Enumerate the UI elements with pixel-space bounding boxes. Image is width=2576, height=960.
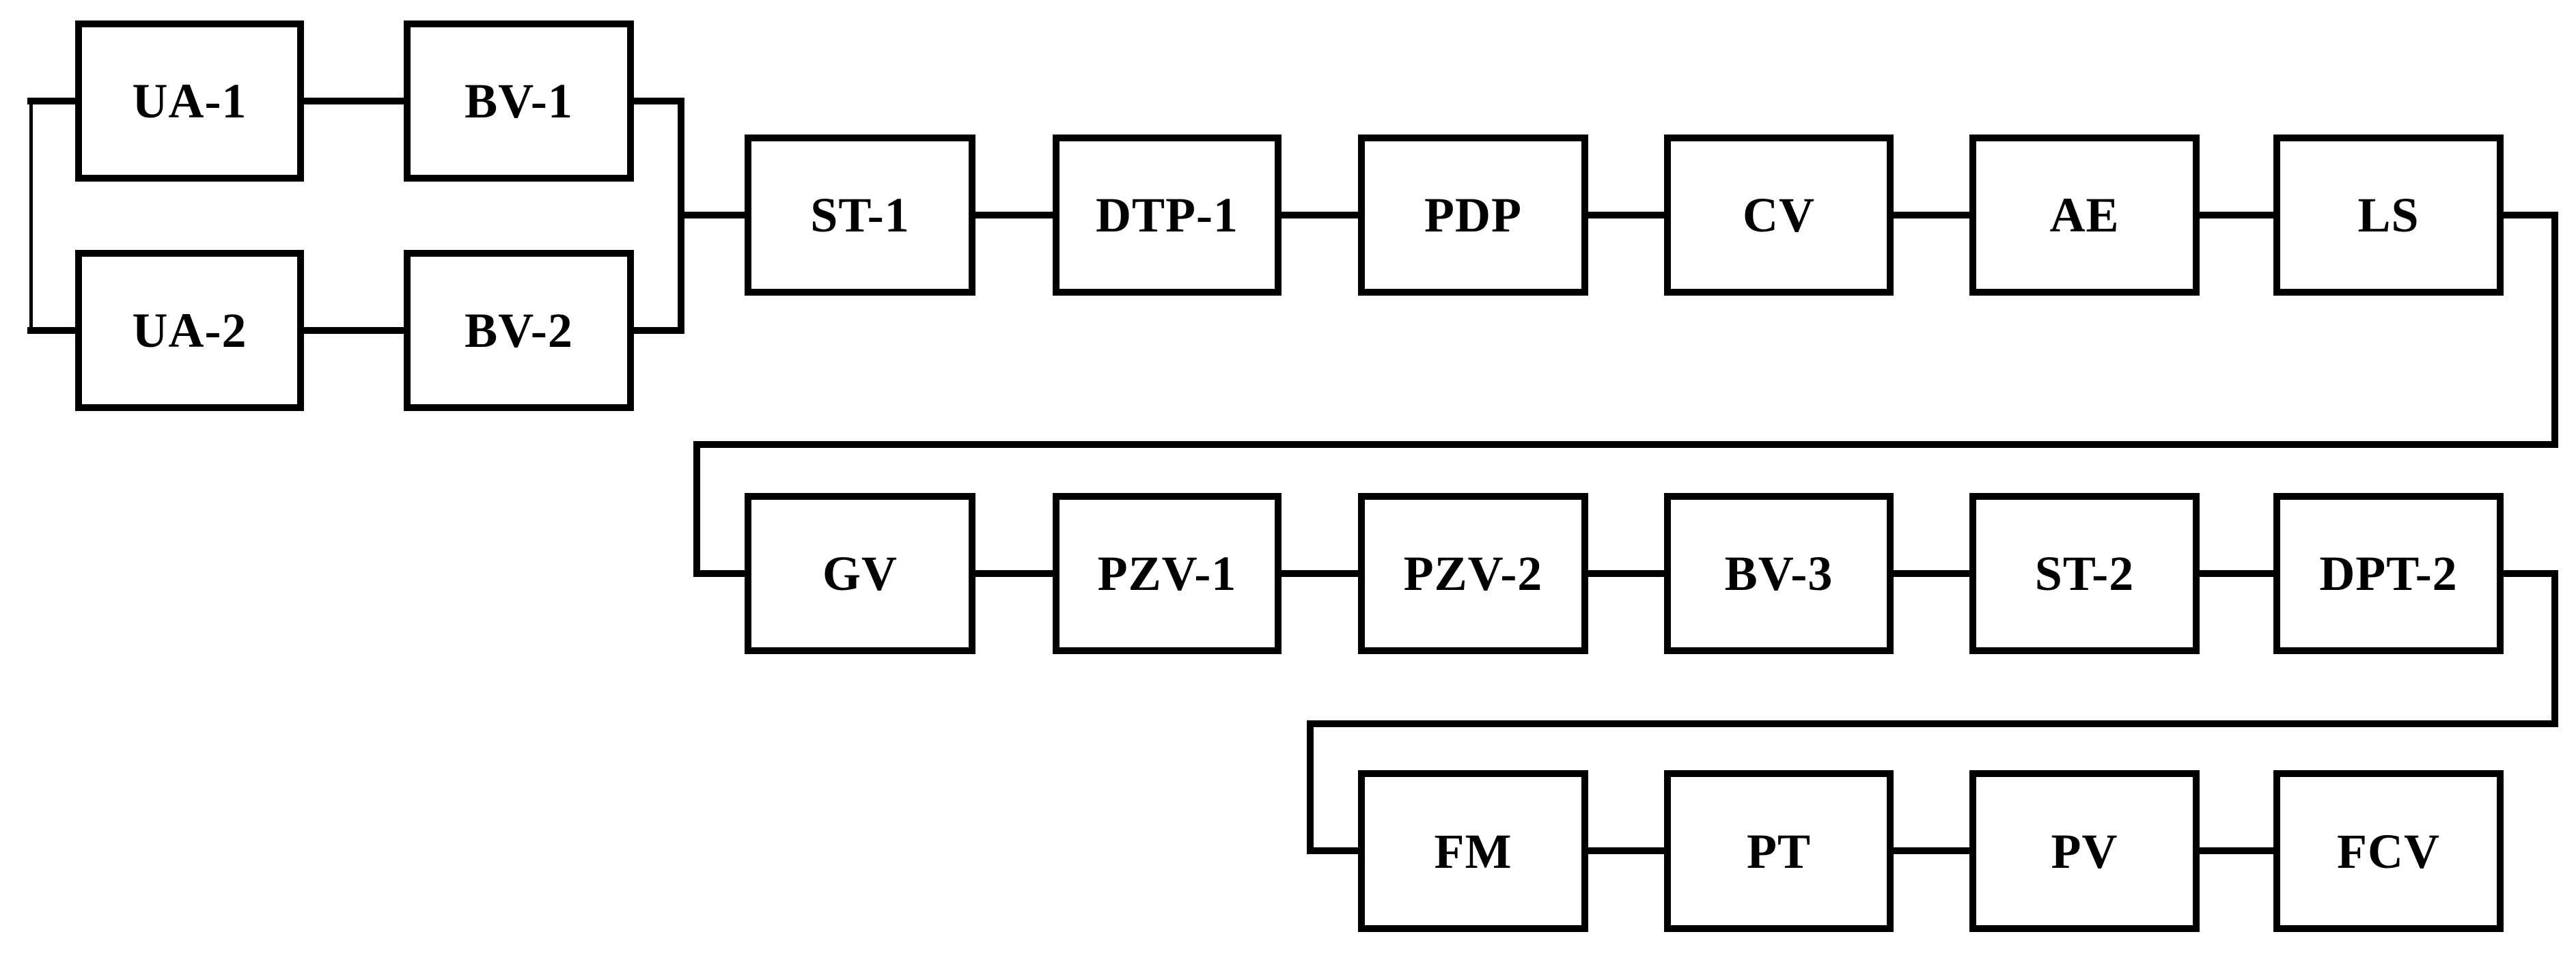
connector-segment xyxy=(301,98,407,104)
connector-segment xyxy=(2196,570,2277,577)
node-pv: PV xyxy=(1969,770,2200,932)
node-label-pdp: PDP xyxy=(1424,188,1522,242)
connector-segment xyxy=(1890,570,1973,577)
connector-segment xyxy=(2196,847,2277,854)
node-fm: FM xyxy=(1358,770,1588,932)
node-label-fcv: FCV xyxy=(2337,823,2440,879)
node-ua-1: UA-1 xyxy=(75,20,304,182)
connector-segment xyxy=(1278,212,1361,218)
connector-segment xyxy=(2500,570,2558,577)
connector-segment xyxy=(2551,212,2558,448)
connector-segment xyxy=(693,441,700,577)
connector-segment xyxy=(301,327,407,334)
connector-segment xyxy=(1278,570,1361,577)
node-ls: LS xyxy=(2273,135,2504,296)
node-pzv-1: PZV-1 xyxy=(1053,493,1282,654)
node-label-bv-2: BV-2 xyxy=(465,303,573,358)
node-label-dpt-2: DPT-2 xyxy=(2319,546,2458,601)
node-dpt-2: DPT-2 xyxy=(2273,493,2504,654)
connector-segment xyxy=(631,98,684,104)
node-ae: AE xyxy=(1969,135,2200,296)
node-cv: CV xyxy=(1664,135,1894,296)
node-pdp: PDP xyxy=(1358,135,1588,296)
connector-segment xyxy=(693,570,748,577)
node-pt: PT xyxy=(1664,770,1894,932)
connector-segment xyxy=(1890,212,1973,218)
connector-segment xyxy=(1307,720,1314,854)
connector-segment xyxy=(29,99,33,333)
node-label-gv: GV xyxy=(822,546,898,601)
node-label-pv: PV xyxy=(2051,823,2118,879)
connector-segment xyxy=(1585,847,1667,854)
node-label-cv: CV xyxy=(1743,188,1815,242)
node-label-ae: AE xyxy=(2049,188,2120,242)
connector-segment xyxy=(2196,212,2277,218)
node-label-st-2: ST-2 xyxy=(2034,546,2135,601)
node-fcv: FCV xyxy=(2273,770,2504,932)
connector-segment xyxy=(1585,570,1667,577)
node-ua-2: UA-2 xyxy=(75,250,304,411)
node-pzv-2: PZV-2 xyxy=(1358,493,1588,654)
connector-segment xyxy=(27,327,79,334)
connector-segment xyxy=(972,212,1056,218)
node-bv-1: BV-1 xyxy=(404,20,634,182)
node-label-fm: FM xyxy=(1434,823,1512,879)
connector-segment xyxy=(1585,212,1667,218)
connector-segment xyxy=(1890,847,1973,854)
connector-segment xyxy=(2500,212,2558,218)
connector-segment xyxy=(1307,720,2558,727)
connector-segment xyxy=(972,570,1056,577)
connector-segment xyxy=(631,327,684,334)
connector-segment xyxy=(693,441,2558,448)
connector-segment xyxy=(27,98,79,104)
node-label-ua-2: UA-2 xyxy=(132,303,247,358)
node-bv-2: BV-2 xyxy=(404,250,634,411)
node-label-ua-1: UA-1 xyxy=(132,74,247,128)
connector-segment xyxy=(678,212,748,218)
node-label-bv-1: BV-1 xyxy=(465,74,573,128)
node-label-ls: LS xyxy=(2357,188,2420,242)
node-st-1: ST-1 xyxy=(745,135,975,296)
node-label-pzv-2: PZV-2 xyxy=(1403,546,1543,601)
node-gv: GV xyxy=(745,493,975,654)
node-st-2: ST-2 xyxy=(1969,493,2200,654)
connector-segment xyxy=(1307,847,1361,854)
node-dtp-1: DTP-1 xyxy=(1053,135,1282,296)
node-label-dtp-1: DTP-1 xyxy=(1096,188,1238,242)
node-label-st-1: ST-1 xyxy=(810,188,910,242)
node-label-pzv-1: PZV-1 xyxy=(1097,546,1237,601)
connector-segment xyxy=(2551,570,2558,727)
node-bv-3: BV-3 xyxy=(1664,493,1894,654)
node-label-bv-3: BV-3 xyxy=(1724,546,1833,601)
node-label-pt: PT xyxy=(1746,823,1811,879)
